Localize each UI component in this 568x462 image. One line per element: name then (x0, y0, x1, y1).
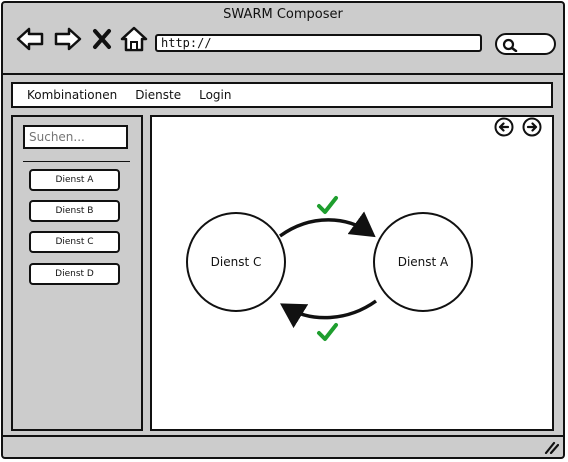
sidebar: Dienst A Dienst B Dienst C Dienst D (11, 115, 143, 431)
close-x-icon[interactable] (91, 25, 113, 53)
sidebar-divider (23, 161, 130, 162)
forward-arrow-icon[interactable] (53, 25, 83, 53)
circle-arrow-left-icon[interactable] (494, 117, 514, 137)
menu-bar: Kombinationen Dienste Login (11, 82, 553, 108)
statusbar-divider (3, 435, 563, 437)
service-button-a[interactable]: Dienst A (29, 169, 120, 191)
edge-c-to-a[interactable] (278, 211, 376, 238)
back-arrow-icon[interactable] (15, 25, 45, 53)
home-icon[interactable] (119, 25, 149, 53)
service-button-b[interactable]: Dienst B (29, 200, 120, 222)
service-button-d[interactable]: Dienst D (29, 263, 120, 285)
node-dienst-a[interactable] (373, 212, 473, 312)
check-icon-top (317, 196, 338, 214)
circle-arrow-right-icon[interactable] (522, 117, 542, 137)
composer-canvas[interactable]: Dienst C Dienst A (150, 115, 554, 431)
search-input[interactable] (23, 125, 128, 149)
menu-item-login[interactable]: Login (199, 88, 232, 102)
browser-search-field[interactable] (495, 33, 556, 55)
node-label-dienst-c: Dienst C (210, 255, 262, 269)
node-label-dienst-a: Dienst A (397, 255, 449, 269)
search-icon (502, 38, 518, 52)
url-input[interactable]: http:// (155, 34, 482, 52)
flow-diagram (186, 196, 473, 341)
menu-item-kombinationen[interactable]: Kombinationen (27, 88, 118, 102)
edge-a-to-c[interactable] (280, 299, 378, 329)
menu-item-dienste[interactable]: Dienste (135, 88, 182, 102)
node-dienst-c[interactable] (186, 212, 286, 312)
resize-grip-icon[interactable] (543, 440, 559, 454)
check-icon-bottom (317, 323, 338, 341)
service-button-c[interactable]: Dienst C (29, 231, 120, 253)
window-title: SWARM Composer (223, 7, 343, 22)
chrome-divider (3, 73, 563, 75)
